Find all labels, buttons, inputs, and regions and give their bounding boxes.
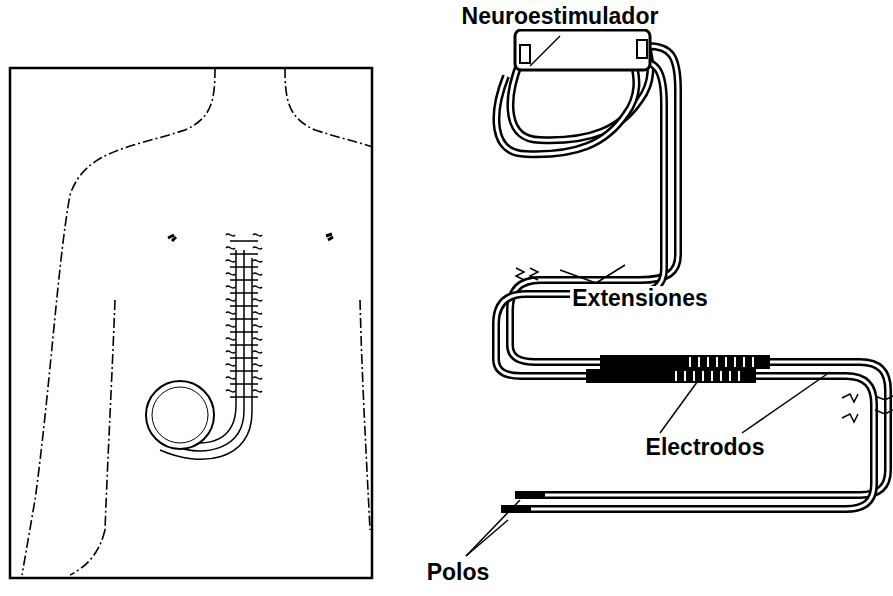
figure-frame: [10, 68, 372, 578]
lead: [510, 46, 888, 495]
part-label: Polos: [425, 560, 492, 585]
lead: [510, 46, 888, 495]
electrode-connector: [586, 369, 756, 383]
part-label: Electrodos: [644, 435, 767, 460]
device-label: Neuroestimulador: [460, 4, 661, 29]
neurostimulator-box: [515, 30, 650, 70]
lead: [496, 60, 874, 509]
implanted-neurostimulator: [146, 381, 214, 449]
pole: [515, 491, 545, 499]
implanted-neurostimulator: [152, 387, 208, 443]
pole: [501, 505, 531, 513]
body-mark: [326, 234, 333, 240]
contact-band: [676, 357, 753, 381]
connector: [520, 45, 530, 63]
body-outline: [22, 69, 371, 575]
part-label: Extensiones: [570, 286, 710, 311]
leader-line: [466, 36, 830, 556]
body-mark: [168, 235, 176, 241]
break-mark: [516, 268, 893, 422]
connector: [637, 40, 647, 58]
lead: [510, 46, 888, 495]
electrode-connector: [600, 355, 770, 369]
